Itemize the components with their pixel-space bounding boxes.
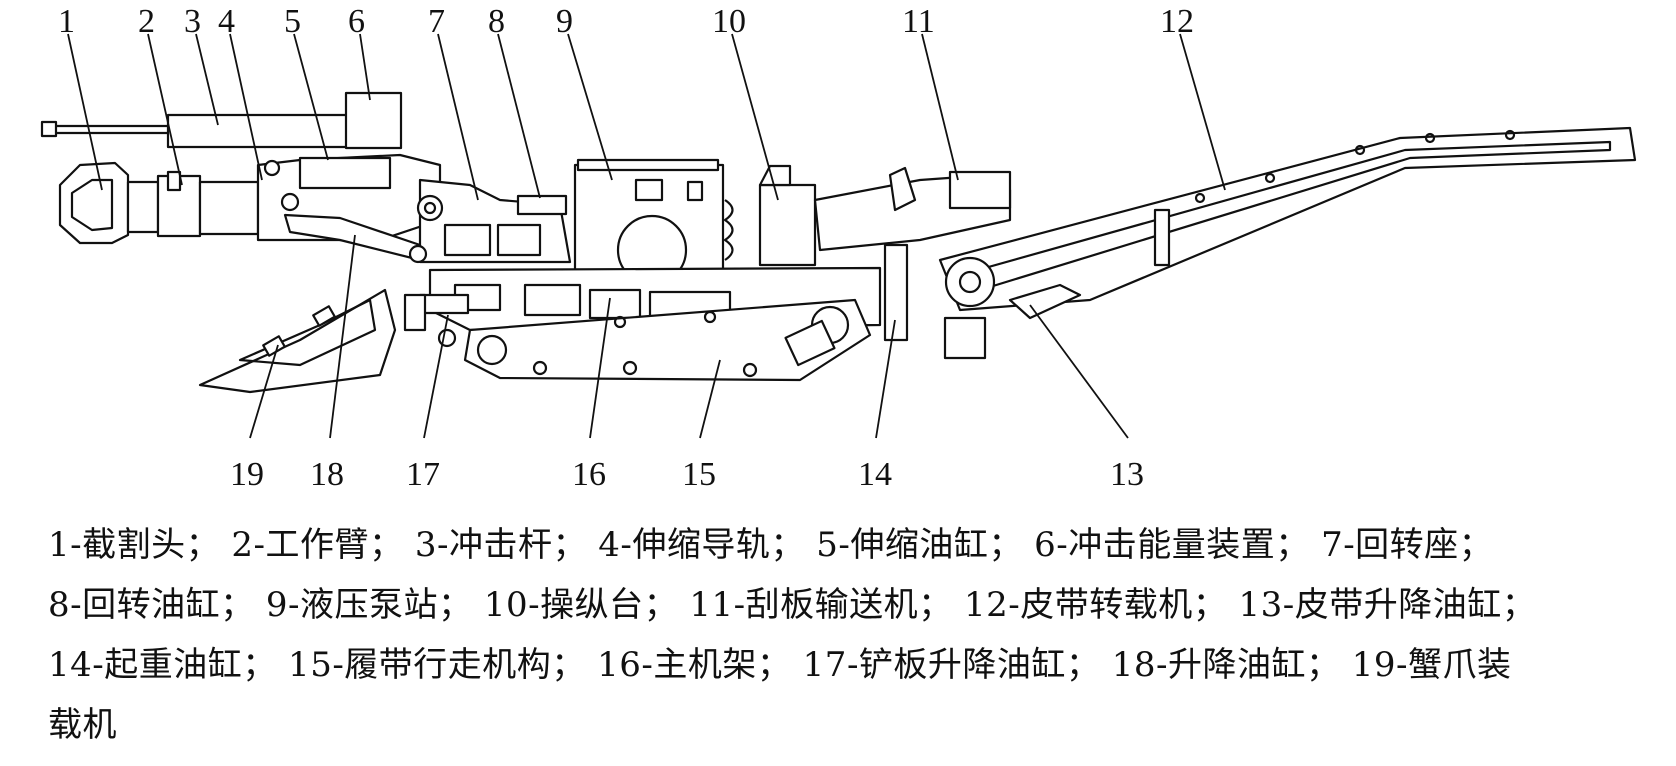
impact-energy-device — [344, 91, 403, 150]
caption-line-3: 14-起重油缸； 15-履带行走机构； 16-主机架； 17-铲板升降油缸； 1… — [48, 645, 1512, 685]
callout-10: 10 — [712, 3, 746, 40]
callout-8: 8 — [488, 3, 505, 40]
leader-lines — [67, 33, 1226, 439]
scraper-conveyor — [813, 166, 1012, 252]
callout-4: 4 — [218, 3, 235, 40]
figure-caption: 1-截割头； 2-工作臂； 3-冲击杆； 4-伸缩导轨； 5-伸缩油缸； 6-冲… — [48, 515, 1648, 755]
callout-6: 6 — [348, 3, 365, 40]
callout-17: 17 — [406, 456, 440, 493]
belt-lift-cylinder — [1008, 283, 1082, 320]
belt-reloader — [938, 126, 1637, 312]
callout-3: 3 — [184, 3, 201, 40]
caption-line-2: 8-回转油缸； 9-液压泵站； 10-操纵台； 11-刮板输送机； 12-皮带转… — [48, 585, 1537, 625]
lift-cylinder — [883, 243, 987, 360]
callout-18: 18 — [310, 456, 344, 493]
callout-numbers: 1 2 3 4 5 6 7 8 9 10 11 12 13 14 15 16 1… — [58, 3, 1194, 493]
callout-14: 14 — [858, 456, 892, 493]
gathering-shovel — [198, 288, 427, 394]
turntable — [416, 178, 572, 264]
lifting-cylinder — [283, 213, 428, 264]
machine-drawing — [40, 91, 1637, 394]
working-arm — [156, 170, 260, 238]
callout-1: 1 — [58, 3, 75, 40]
machine-diagram: 1 2 3 4 5 6 7 8 9 10 11 12 13 14 15 16 1… — [40, 3, 1637, 493]
crawler-track — [463, 298, 872, 382]
cutting-head — [58, 161, 160, 245]
caption-line-1: 1-截割头； 2-工作臂； 3-冲击杆； 4-伸缩导轨； 5-伸缩油缸； 6-冲… — [48, 525, 1494, 565]
callout-19: 19 — [230, 456, 264, 493]
callout-13: 13 — [1110, 456, 1144, 493]
callout-11: 11 — [902, 3, 935, 40]
callout-16: 16 — [572, 456, 606, 493]
callout-5: 5 — [284, 3, 301, 40]
slewing-cylinder — [516, 194, 568, 216]
callout-2: 2 — [138, 3, 155, 40]
caption-line-4: 载机 — [48, 705, 117, 745]
callout-7: 7 — [428, 3, 445, 40]
callout-12: 12 — [1160, 3, 1194, 40]
hydraulic-pump-station — [573, 158, 725, 287]
callout-15: 15 — [682, 456, 716, 493]
callout-9: 9 — [556, 3, 573, 40]
impact-rod — [40, 113, 350, 149]
shovel-lift-cylinder — [418, 293, 470, 315]
operator-console — [723, 164, 817, 267]
